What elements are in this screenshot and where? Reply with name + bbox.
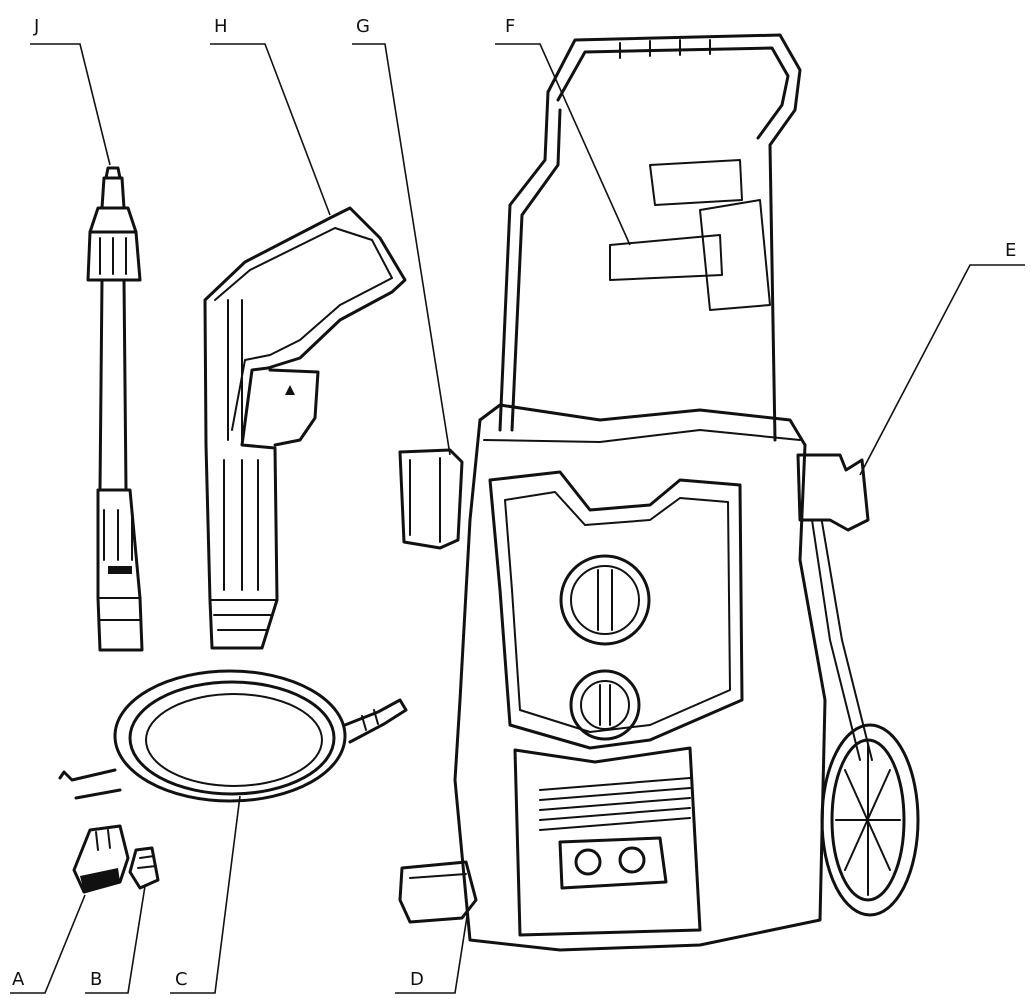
trigger-gun-H: [203, 206, 407, 650]
high-pressure-hose-C: [58, 669, 408, 803]
leader-E: [859, 264, 1025, 476]
label-J: J: [33, 16, 39, 37]
leader-C: [170, 795, 241, 994]
part-labels: J H G F E A B C D: [12, 16, 1016, 990]
label-A: A: [12, 969, 25, 990]
leader-B: [85, 885, 146, 994]
accessory-tray-D: [398, 860, 478, 924]
leader-F: [495, 43, 631, 246]
label-D: D: [410, 969, 424, 990]
label-F: F: [505, 16, 515, 37]
leader-J: [30, 43, 111, 166]
leader-H: [210, 43, 331, 216]
hose-holder-G: [398, 448, 464, 550]
leader-lines: [10, 43, 1025, 994]
label-E: E: [1005, 240, 1016, 261]
leader-A: [10, 894, 86, 994]
label-H: H: [214, 16, 228, 37]
leader-G: [352, 43, 451, 456]
label-B: B: [90, 969, 102, 990]
label-C: C: [175, 969, 188, 990]
spray-lance-J: [86, 166, 144, 652]
pressure-washer-body: [453, 33, 920, 952]
nozzle-B: [128, 846, 160, 890]
adapter-A: [72, 824, 130, 894]
label-G: G: [356, 16, 370, 37]
leader-D: [395, 909, 469, 994]
